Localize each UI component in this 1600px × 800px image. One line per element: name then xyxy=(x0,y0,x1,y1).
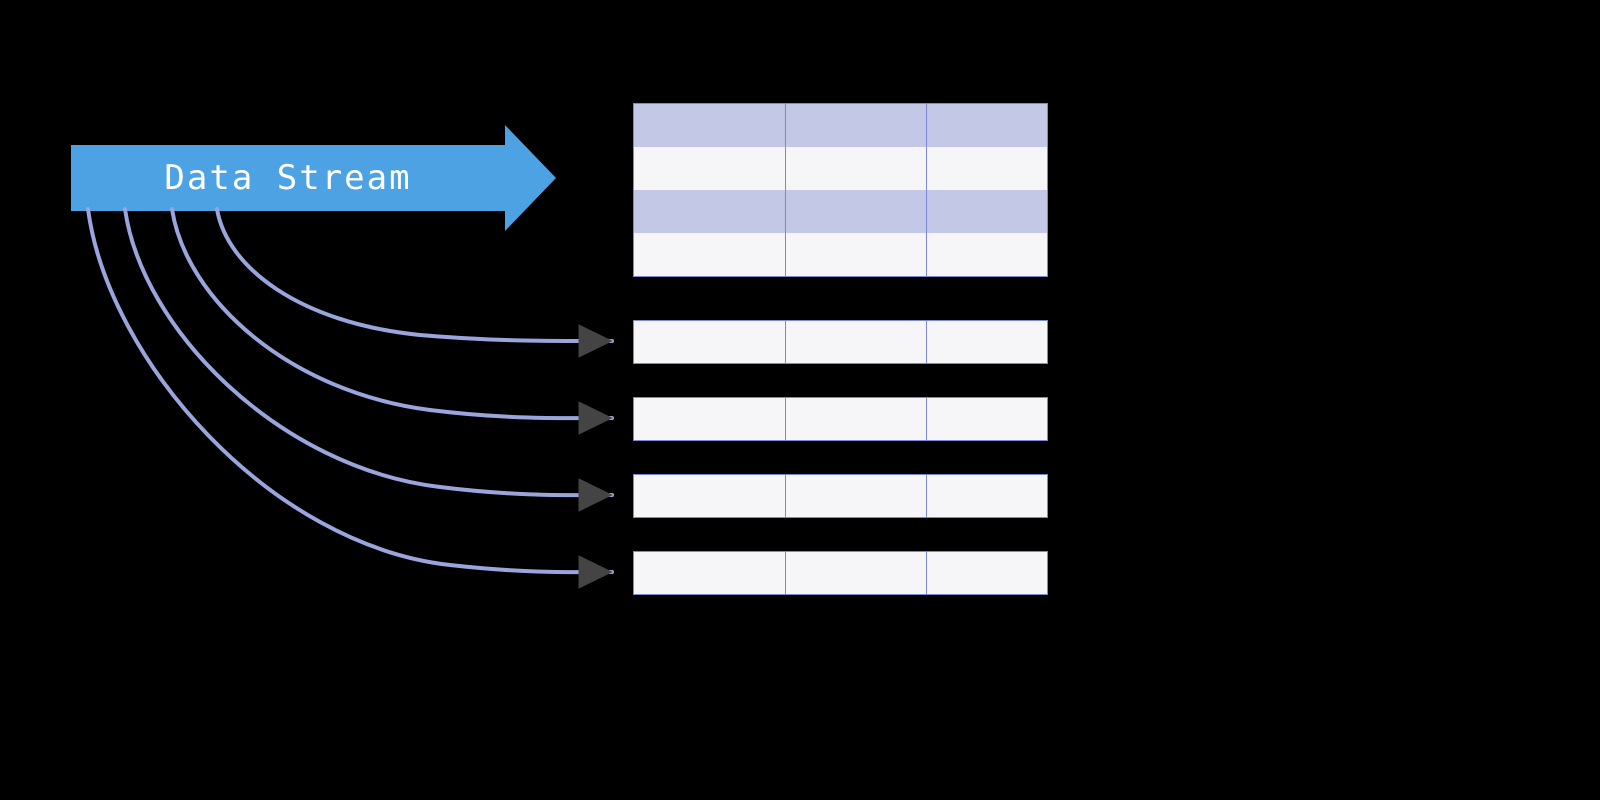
table-cell xyxy=(633,233,786,277)
table-cell xyxy=(785,320,927,364)
table-row xyxy=(633,551,1048,595)
buffer-row-3 xyxy=(633,474,1048,518)
table-cell xyxy=(633,551,786,595)
source-table xyxy=(633,103,1048,277)
table-row xyxy=(633,146,1048,190)
table-cell xyxy=(785,190,927,234)
table-cell xyxy=(633,103,786,147)
flow-line-1 xyxy=(215,207,614,358)
table-cell xyxy=(785,551,927,595)
table-row xyxy=(633,474,1048,518)
buffer-row-1 xyxy=(633,320,1048,364)
buffer-row-2 xyxy=(633,397,1048,441)
flow-line-3 xyxy=(123,207,614,512)
table-cell xyxy=(926,146,1048,190)
table-cell xyxy=(633,146,786,190)
buffer-row-4 xyxy=(633,551,1048,595)
table-row xyxy=(633,320,1048,364)
table-cell xyxy=(926,103,1048,147)
table-cell xyxy=(633,320,786,364)
table-cell xyxy=(926,551,1048,595)
flow-line-group xyxy=(86,207,614,589)
table-cell xyxy=(926,320,1048,364)
flow-line-4 xyxy=(86,207,614,589)
table-cell xyxy=(633,190,786,234)
table-row xyxy=(633,397,1048,441)
stream-arrow-shape xyxy=(71,125,556,231)
table-cell xyxy=(926,233,1048,277)
table-cell xyxy=(785,397,927,441)
table-cell xyxy=(926,190,1048,234)
table-cell xyxy=(785,103,927,147)
table-cell xyxy=(926,474,1048,518)
table-row xyxy=(633,233,1048,277)
table-cell xyxy=(926,397,1048,441)
table-cell xyxy=(785,233,927,277)
table-cell xyxy=(785,474,927,518)
flow-line-2 xyxy=(170,207,614,435)
table-cell xyxy=(633,474,786,518)
table-row xyxy=(633,103,1048,147)
table-cell xyxy=(785,146,927,190)
table-cell xyxy=(633,397,786,441)
table-row xyxy=(633,190,1048,234)
